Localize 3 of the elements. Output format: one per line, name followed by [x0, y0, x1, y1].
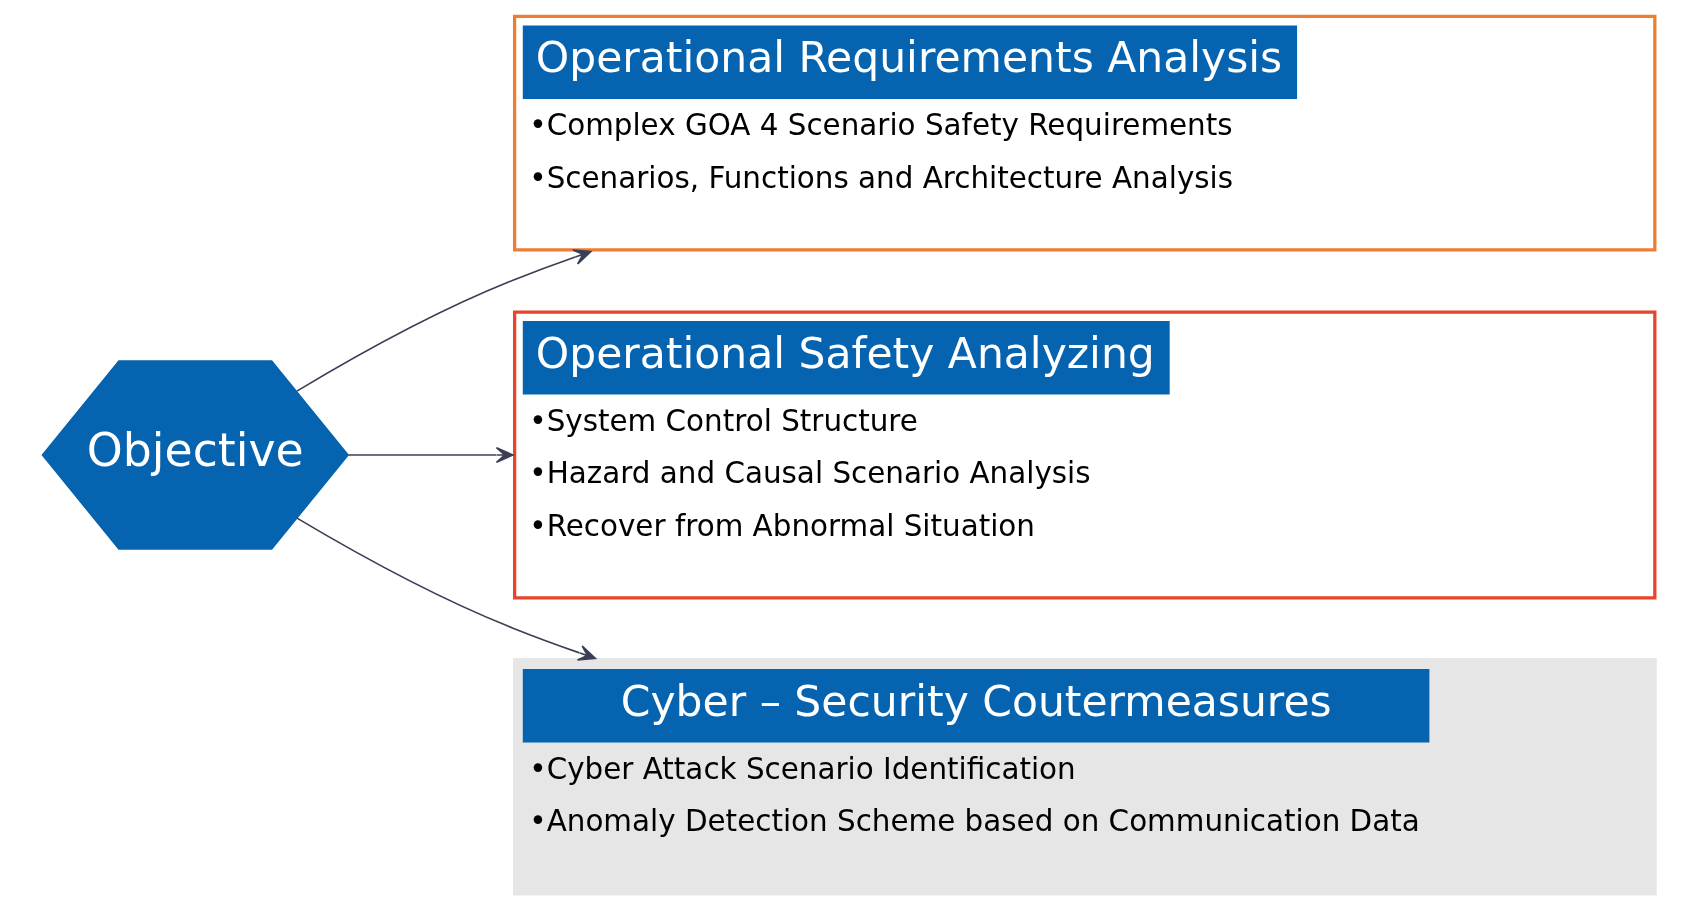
arrow	[296, 517, 597, 661]
arrow	[296, 249, 592, 392]
arrow	[347, 446, 514, 464]
